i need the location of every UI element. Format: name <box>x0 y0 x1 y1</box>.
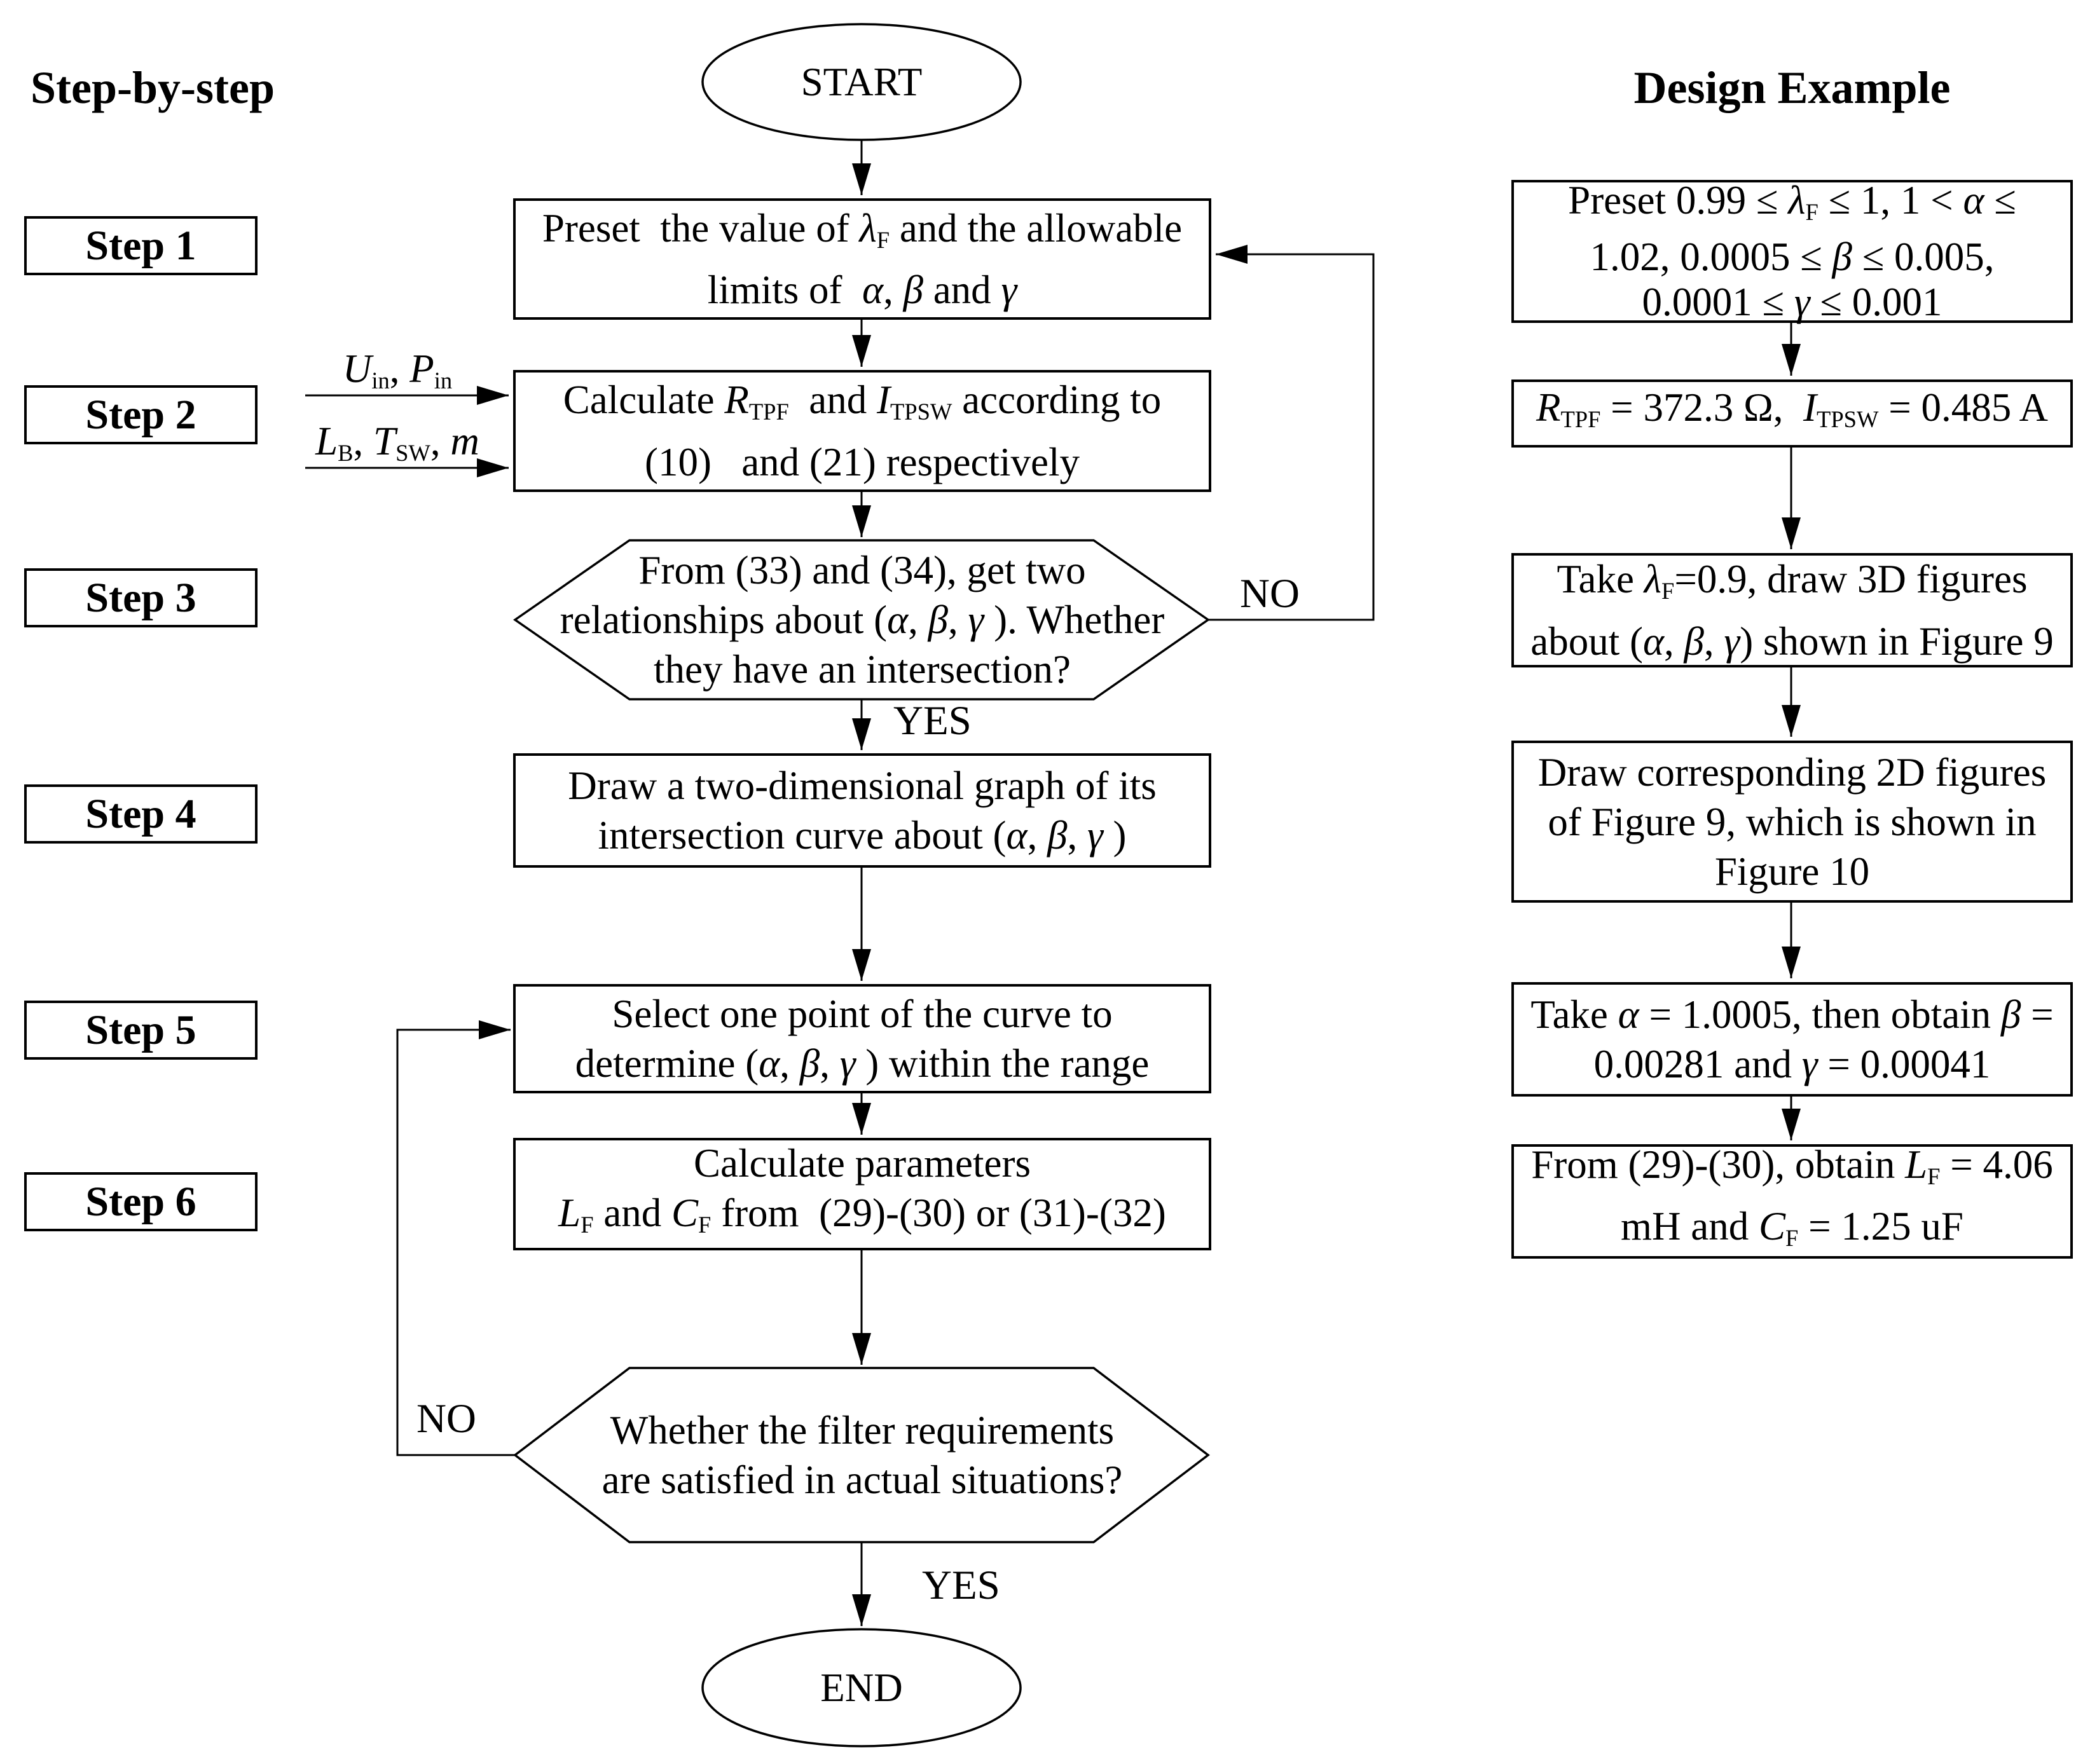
process-draw-2d-graph: Draw a two-dimensional graph of its inte… <box>513 753 1211 868</box>
step-label-2: Step 2 <box>24 385 258 444</box>
step-label-1: Step 1 <box>24 216 258 275</box>
end-terminator-shape <box>701 1628 1022 1747</box>
process-calcparams-line-1: Calculate parameters <box>694 1140 1031 1186</box>
step-label-2-text: Step 2 <box>85 391 196 438</box>
right-column-title: Design Example <box>1633 62 1951 113</box>
process-calc-lf-cf: Calculate parameters LF and CF from (29)… <box>513 1138 1211 1250</box>
example-take-lambda: Take λF=0.9, draw 3D figures about (α, β… <box>1511 553 2073 667</box>
step-label-6-text: Step 6 <box>85 1178 196 1225</box>
process-preset-line-1: Preset the value of λF and the allowable <box>542 205 1183 254</box>
example-preset-line-3: 0.0001 ≤ γ ≤ 0.001 <box>1642 280 1942 325</box>
start-terminator-label: START <box>703 57 1021 107</box>
example-alpha-line-1: Take α = 1.0005, then obtain β = <box>1530 992 2054 1037</box>
process-select-point: Select one point of the curve to determi… <box>513 984 1211 1093</box>
step-label-6: Step 6 <box>24 1172 258 1231</box>
end-text: END <box>820 1665 903 1710</box>
decision2-line-2: are satisfied in actual situations? <box>602 1458 1123 1502</box>
input-label-lb-tsw-m: LB, TSW, m <box>315 419 479 467</box>
step-label-5: Step 5 <box>24 1001 258 1060</box>
start-text: START <box>801 60 923 104</box>
decision-filter-label: Whether the filter requirements are sati… <box>513 1405 1211 1505</box>
example-lambda-line-2: about (α, β, γ) shown in Figure 9 <box>1530 619 2054 664</box>
process-preset-lambda: Preset the value of λF and the allowable… <box>513 198 1211 320</box>
example-obtain-lf-cf: From (29)-(30), obtain LF = 4.06 mH and … <box>1511 1142 2073 1259</box>
end-terminator-label: END <box>703 1662 1021 1713</box>
left-column-title: Step-by-step <box>31 62 275 113</box>
arrow-decision1-no-loop <box>1208 245 1375 621</box>
example-rtpf-itpsw: RTPF = 372.3 Ω, ITPSW = 0.485 A <box>1511 379 2073 448</box>
step-label-4-text: Step 4 <box>85 790 196 837</box>
step-label-5-text: Step 5 <box>85 1006 196 1053</box>
no-label-decision1: NO <box>1240 571 1300 617</box>
process-draw2d-line-1: Draw a two-dimensional graph of its <box>568 763 1157 808</box>
decision1-line-3: they have an intersection? <box>654 647 1071 692</box>
no-label-decision2: NO <box>416 1396 476 1442</box>
example-lfcf-line-1: From (29)-(30), obtain LF = 4.06 <box>1531 1142 2053 1189</box>
arrow-decision2-no-loop <box>396 1020 515 1456</box>
example-lfcf-line-2: mH and CF = 1.25 uF <box>1621 1204 1963 1252</box>
example-take-alpha: Take α = 1.0005, then obtain β = 0.00281… <box>1511 982 2073 1097</box>
decision2-line-1: Whether the filter requirements <box>610 1408 1115 1453</box>
step-label-3-text: Step 3 <box>85 574 196 621</box>
decision1-line-1: From (33) and (34), get two <box>638 548 1086 592</box>
process-calculate-line-1: Calculate RTPF and ITPSW according to <box>563 378 1162 425</box>
process-calcparams-line-2: LF and CF from (29)-(30) or (31)-(32) <box>558 1190 1166 1238</box>
yes-label-decision1: YES <box>893 698 972 744</box>
step-label-4: Step 4 <box>24 784 258 844</box>
process-draw2d-line-2: intersection curve about (α, β, γ ) <box>598 813 1127 858</box>
process-select-line-2: determine (α, β, γ ) within the range <box>575 1041 1150 1086</box>
decision-intersection-label: From (33) and (34), get two relationship… <box>513 545 1211 694</box>
example-preset-ranges: Preset 0.99 ≤ λF ≤ 1, 1 < α ≤ 1.02, 0.00… <box>1511 177 2073 325</box>
example-rtpf-line-1: RTPF = 372.3 Ω, ITPSW = 0.485 A <box>1536 385 2049 433</box>
example-2dfigs-line-2: of Figure 9, which is shown in <box>1548 799 2037 844</box>
process-select-line-1: Select one point of the curve to <box>612 992 1113 1036</box>
step-label-1-text: Step 1 <box>85 222 196 269</box>
example-preset-line-2: 1.02, 0.0005 ≤ β ≤ 0.005, <box>1590 235 1995 280</box>
example-draw-2d-figs: Draw corresponding 2D figures of Figure … <box>1511 741 2073 903</box>
decision-filter-shape <box>513 1367 1210 1543</box>
example-lambda-line-1: Take λF=0.9, draw 3D figures <box>1557 557 2028 605</box>
example-2dfigs-line-3: Figure 10 <box>1714 849 1870 894</box>
process-preset-line-2: limits of α, β and γ <box>707 268 1017 313</box>
process-calculate-line-2: (10) and (21) respectively <box>645 439 1080 484</box>
decision1-line-2: relationships about (α, β, γ ). Whether <box>560 598 1165 642</box>
input-label-uin-pin: Uin, Pin <box>342 346 453 394</box>
example-2dfigs-line-1: Draw corresponding 2D figures <box>1537 749 2047 795</box>
yes-label-decision2: YES <box>922 1562 1000 1608</box>
step-label-3: Step 3 <box>24 568 258 627</box>
process-calculate-rtpf: Calculate RTPF and ITPSW according to (1… <box>513 370 1211 492</box>
example-preset-line-1: Preset 0.99 ≤ λF ≤ 1, 1 < α ≤ <box>1568 177 2016 226</box>
example-alpha-line-2: 0.00281 and γ = 0.00041 <box>1593 1042 1991 1086</box>
